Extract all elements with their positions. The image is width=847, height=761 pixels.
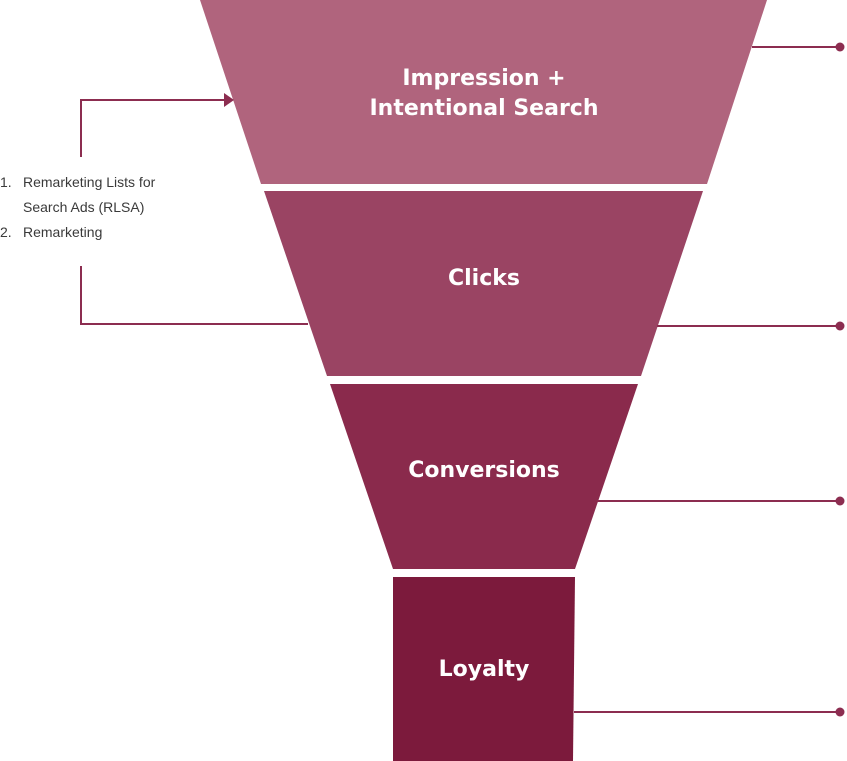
connector-dot-clicks: [835, 321, 845, 331]
connector-dot-loyalty: [835, 707, 845, 717]
connector-dot-conversions: [835, 496, 845, 506]
arrow-right-icon: [224, 93, 234, 107]
stage-label-loyalty: Loyalty: [439, 657, 530, 682]
funnel-stage-impression: [200, 0, 767, 184]
funnel-stage-loyalty: [393, 577, 575, 761]
list-item-number: 2.: [0, 224, 12, 240]
feedback-loop: [80, 93, 308, 325]
right-connectors: [574, 42, 845, 717]
stage-label-conversions: Conversions: [408, 458, 560, 483]
funnel-stage-conversions: [330, 384, 638, 569]
stage-label-impression-line1: Impression +: [402, 66, 565, 91]
list-item-text-continued: Search Ads (RLSA): [23, 199, 144, 215]
side-note-list: 1. Remarketing Lists for Search Ads (RLS…: [0, 174, 156, 240]
stage-label-clicks: Clicks: [448, 266, 520, 291]
connector-dot-impression: [835, 42, 845, 52]
feedback-loop-top: [80, 99, 226, 157]
stage-label-impression-line2: Intentional Search: [370, 96, 599, 121]
list-item-text: Remarketing: [23, 224, 102, 240]
list-item-number: 1.: [0, 174, 12, 190]
feedback-loop-bottom: [80, 266, 308, 325]
list-item-text: Remarketing Lists for: [23, 174, 156, 190]
funnel-stage-clicks: [264, 191, 703, 376]
